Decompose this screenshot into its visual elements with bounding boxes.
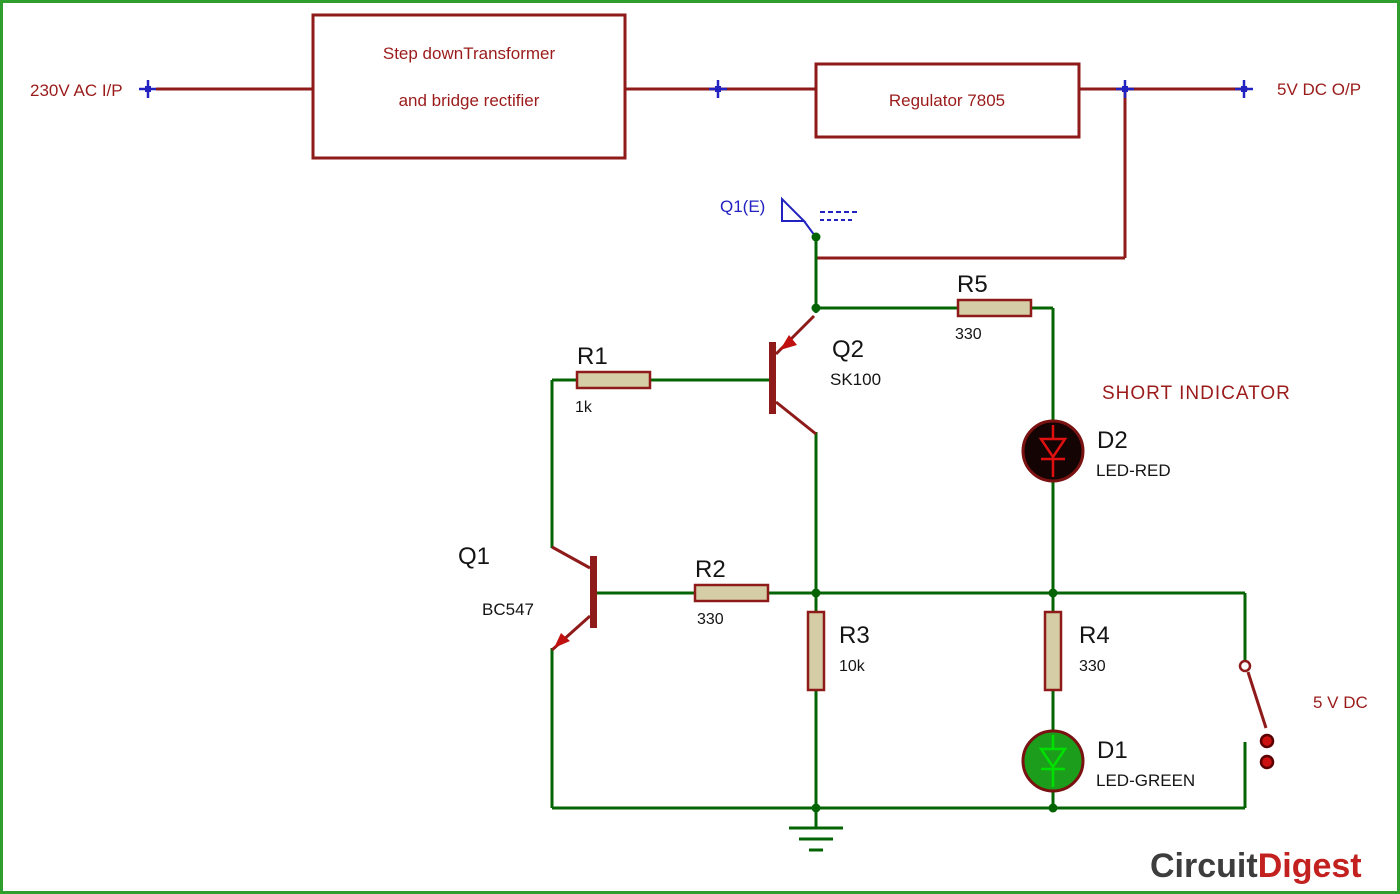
terminal-connector-icon: [1116, 80, 1134, 98]
resistor-R2-body: [693, 583, 770, 603]
transistor-collector: [775, 400, 817, 436]
switch-pole: [1238, 659, 1252, 673]
led-D1-symbol: [1021, 729, 1085, 793]
resistor-R2-value: 330: [697, 611, 724, 628]
resistor-R4-body: [1043, 610, 1063, 692]
voltage-probe: Q1(E): [720, 196, 860, 237]
transistor-bar: [769, 342, 776, 414]
transformer-block-label-line1: Step downTransformer: [383, 44, 556, 63]
transformer-block-label-line2: and bridge rectifier: [399, 91, 540, 110]
probe-lead: [803, 220, 816, 237]
led-triangle: [1038, 747, 1068, 770]
transistor-Q2-symbol: [769, 314, 817, 436]
transistor-collector: [551, 545, 591, 570]
brand-word-circuit: Circuit: [1150, 847, 1258, 885]
led-body: [1021, 419, 1085, 483]
resistor-R3-ref: R3: [839, 622, 870, 649]
switch-lever: [1246, 671, 1268, 729]
regulator-7805-block: [814, 62, 1081, 139]
junction-dot: [1048, 803, 1058, 813]
led-triangle: [1038, 437, 1068, 460]
led-body: [1021, 729, 1085, 793]
terminal-connector-icon: [1235, 80, 1253, 98]
resistor-R4-value: 330: [1079, 658, 1106, 675]
resistor-R3-body: [806, 610, 826, 692]
probe-flag-icon: [781, 196, 807, 222]
terminal-connector-icon: [139, 80, 157, 98]
switch-contact: [1259, 754, 1275, 770]
brand-logo: CircuitDigest: [1150, 847, 1362, 885]
ac-input-label: 230V AC I/P: [30, 81, 123, 100]
junction-dot: [811, 803, 821, 813]
junction-dot: [811, 232, 821, 242]
switch-contact: [1259, 733, 1275, 749]
switch-supply-label: 5 V DC: [1313, 693, 1368, 712]
resistor-R1-body: [575, 370, 652, 390]
ground-symbol: [789, 826, 843, 852]
led-D1-ref: D1: [1097, 737, 1128, 764]
switch-symbol: [1238, 659, 1275, 770]
junction-dots: [811, 232, 1058, 813]
led-D1-value: LED-GREEN: [1096, 771, 1195, 790]
green-wires: [550, 237, 1247, 828]
regulator-block-label: Regulator 7805: [889, 91, 1005, 110]
resistor-R4-ref: R4: [1079, 622, 1110, 649]
led-D2-value: LED-RED: [1096, 461, 1171, 480]
short-indicator-label: SHORT INDICATOR: [1102, 383, 1291, 404]
led-D2-symbol: [1021, 419, 1085, 483]
transistor-bar: [590, 556, 597, 628]
transistor-arrow: [780, 335, 797, 350]
transformer-rectifier-block: [311, 13, 627, 160]
junction-dot: [1048, 588, 1058, 598]
junction-dot: [811, 303, 821, 313]
transistor-Q1-ref: Q1: [458, 543, 490, 570]
resistor-R5-value: 330: [955, 326, 982, 343]
resistor-R3-value: 10k: [839, 658, 866, 675]
resistor-R2-ref: R2: [695, 556, 726, 583]
probe-label: Q1(E): [720, 197, 765, 216]
brand-word-digest: Digest: [1258, 847, 1362, 885]
resistor-R5-ref: R5: [957, 271, 988, 298]
led-D2-ref: D2: [1097, 427, 1128, 454]
transistor-arrow: [554, 633, 570, 648]
resistor-R1-value: 1k: [575, 399, 593, 416]
junction-dot: [811, 588, 821, 598]
terminal-connector-icon: [709, 80, 727, 98]
transistor-Q1-symbol: [550, 545, 597, 652]
transistor-Q1-value: BC547: [482, 600, 534, 619]
transistor-Q2-ref: Q2: [832, 336, 864, 363]
resistor-R1-ref: R1: [577, 343, 608, 370]
transistor-Q2-value: SK100: [830, 370, 881, 389]
resistor-R5-body: [956, 298, 1033, 318]
dc-output-label: 5V DC O/P: [1277, 80, 1361, 99]
